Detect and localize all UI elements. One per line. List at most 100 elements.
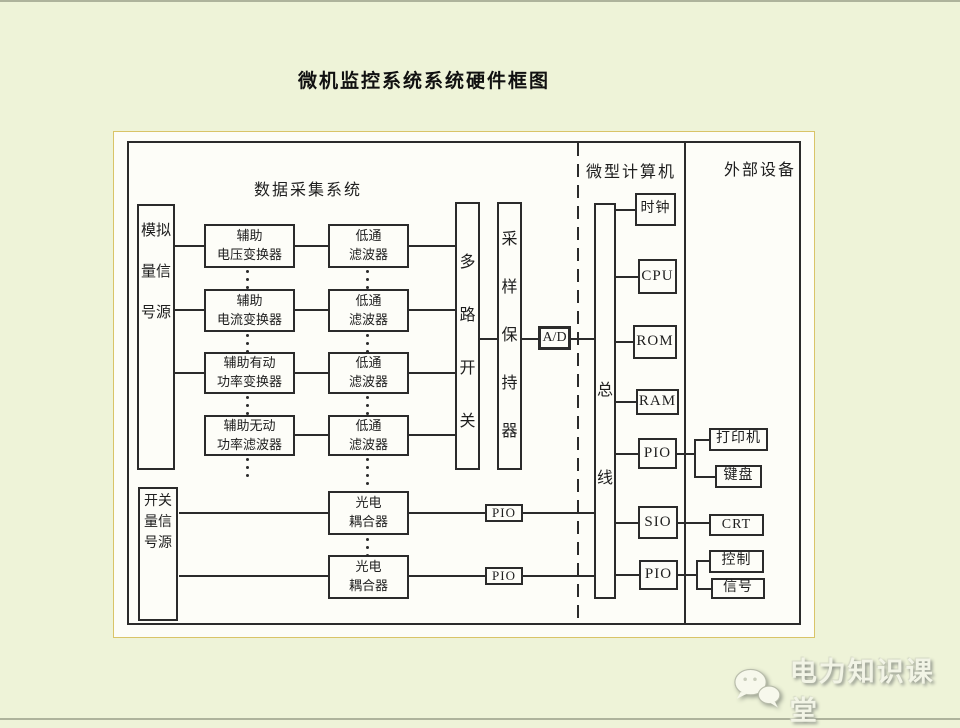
box-label: 光电 <box>355 559 382 575</box>
connector-line <box>523 512 594 514</box>
connector-line <box>694 440 696 478</box>
connector-line <box>696 561 698 590</box>
lowpass-filter-box-1: 低通 滤波器 <box>328 224 409 268</box>
sio-box: SIO <box>638 506 678 539</box>
watermark-label: 电力知识课堂 <box>789 657 935 726</box>
inline-pio-box-1: PIO <box>485 504 523 522</box>
connector-line <box>571 338 594 340</box>
connector-line <box>295 245 328 247</box>
box-label: 辅助 <box>236 228 263 244</box>
divider-microcomputer-external <box>684 143 686 623</box>
cpu-box: CPU <box>638 259 677 294</box>
box-label: 低通 <box>355 417 382 433</box>
aux-reactive-power-filter-box: 辅助无动 功率滤波器 <box>204 415 295 456</box>
connector-line <box>616 209 635 211</box>
lowpass-filter-box-4: 低通 滤波器 <box>328 415 409 456</box>
watermark: 电力知识课堂 <box>731 650 960 728</box>
connector-line <box>409 372 455 374</box>
ellipsis-dots <box>366 538 369 557</box>
connector-line <box>677 453 694 455</box>
wechat-bubbles-icon <box>734 668 781 708</box>
connector-line <box>694 476 715 478</box>
divider-data-acquisition-microcomputer <box>577 143 579 623</box>
bus-box: 总线 <box>594 203 616 599</box>
lowpass-filter-box-3: 低通 滤波器 <box>328 352 409 394</box>
box-label: 低通 <box>355 355 382 371</box>
ellipsis-dots <box>246 396 249 415</box>
connector-line <box>480 338 497 340</box>
connector-line <box>523 575 594 577</box>
box-label: 耦合器 <box>348 514 388 529</box>
box-label: 滤波器 <box>348 374 388 389</box>
box-label: 滤波器 <box>348 311 388 327</box>
connector-line <box>696 560 709 562</box>
connector-line <box>295 309 328 311</box>
crt-box: CRT <box>709 514 764 536</box>
ram-box: RAM <box>636 389 679 415</box>
section-label-external-devices: 外部设备 <box>724 162 797 179</box>
connector-line <box>678 574 696 576</box>
box-label: 滤波器 <box>348 247 388 262</box>
box-label: 低通 <box>355 228 382 244</box>
ellipsis-dots <box>366 334 369 353</box>
control-box: 控制 <box>709 550 764 573</box>
switch-signal-source-box: 开关量信号源 <box>138 487 178 621</box>
box-label: 耦合器 <box>348 578 388 593</box>
box-label: 滤波器 <box>348 436 388 452</box>
connector-line <box>616 574 639 576</box>
connector-line <box>616 453 638 455</box>
connector-line <box>409 575 485 577</box>
analog-signal-source-box: 模拟量信号源 <box>137 204 175 470</box>
connector-line <box>174 372 204 374</box>
multiplexer-box: 多路开关 <box>455 202 480 470</box>
connector-line <box>295 372 328 374</box>
ellipsis-dots <box>246 458 249 477</box>
connector-line <box>174 309 204 311</box>
box-label: 电流变换器 <box>216 311 282 327</box>
aux-current-transformer-box: 辅助 电流变换器 <box>204 289 295 332</box>
ellipsis-dots <box>246 334 249 353</box>
printer-box: 打印机 <box>709 428 768 451</box>
ellipsis-dots <box>246 270 249 289</box>
connector-line <box>696 588 711 590</box>
box-label: 功率变换器 <box>216 374 282 389</box>
pio-box-2: PIO <box>639 560 678 590</box>
ellipsis-dots <box>366 396 369 415</box>
opto-coupler-box-2: 光电 耦合器 <box>328 555 409 599</box>
box-label: 光电 <box>355 495 382 511</box>
sample-hold-box: 采样保持器 <box>497 202 522 470</box>
signal-box: 信号 <box>711 578 765 599</box>
aux-voltage-transformer-box: 辅助 电压变换器 <box>204 224 295 268</box>
connector-line <box>694 439 709 441</box>
connector-line <box>616 341 633 343</box>
box-label: 辅助无动 <box>223 417 276 433</box>
connector-line <box>616 401 636 403</box>
connector-line <box>616 522 638 524</box>
ellipsis-dots <box>366 458 369 485</box>
pio-box-1: PIO <box>638 438 677 469</box>
connector-line <box>409 512 485 514</box>
connector-line <box>409 434 455 436</box>
rom-box: ROM <box>633 325 677 359</box>
slide-bottom-border <box>0 718 960 720</box>
box-label: 功率滤波器 <box>216 436 282 452</box>
aux-active-power-transformer-box: 辅助有动 功率变换器 <box>204 352 295 394</box>
page-title: 微机监控系统系统硬件框图 <box>298 71 551 92</box>
box-label: 低通 <box>355 292 382 308</box>
connector-line <box>174 245 204 247</box>
diagram-frame: 数据采集系统 微型计算机 外部设备 模拟量信号源 开关量信号源 辅助 电压变换器… <box>127 141 801 625</box>
slide-top-border <box>0 0 960 2</box>
section-label-microcomputer: 微型计算机 <box>586 164 677 181</box>
clock-box: 时钟 <box>635 193 676 226</box>
connector-line <box>179 512 328 514</box>
connector-line <box>409 245 455 247</box>
box-label: 辅助有动 <box>223 355 276 371</box>
connector-line <box>616 276 638 278</box>
inline-pio-box-2: PIO <box>485 567 523 585</box>
connector-line <box>522 338 538 340</box>
keyboard-box: 键盘 <box>715 465 762 488</box>
opto-coupler-box-1: 光电 耦合器 <box>328 491 409 535</box>
connector-line <box>409 309 455 311</box>
connector-line <box>179 575 328 577</box>
box-label: 辅助 <box>236 292 263 308</box>
